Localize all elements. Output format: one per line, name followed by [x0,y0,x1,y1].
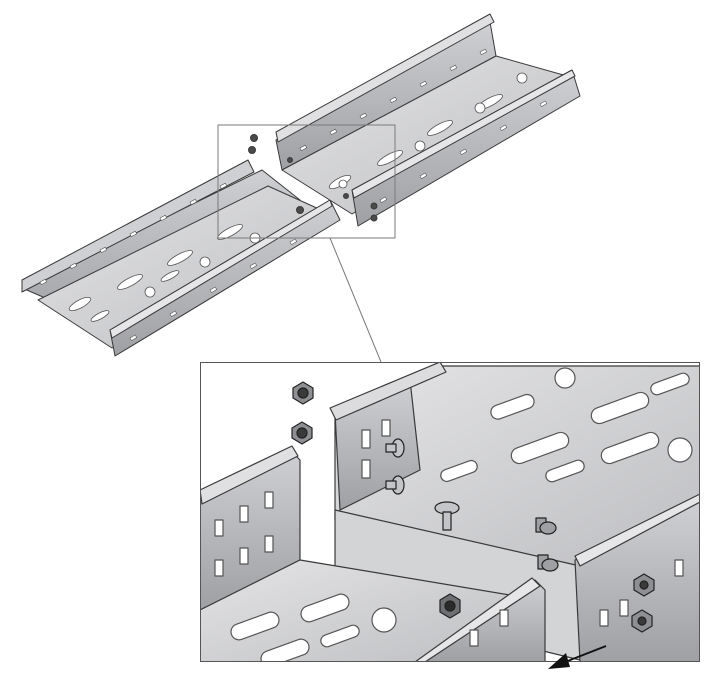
bolt-icon [535,517,557,535]
hex-nut-icon [370,214,378,222]
bolt-icon [343,193,349,199]
hex-nut-icon [248,146,256,154]
bolt-icon [385,438,405,458]
leader-line [329,237,382,363]
hex-nut-icon [296,206,304,214]
hex-nut-icon [439,593,461,619]
bolt-icon [537,554,559,572]
hex-nut-icon [631,609,653,633]
right-cable-tray [248,13,581,227]
direction-arrow-icon [548,645,607,669]
detail-inset [200,362,700,669]
hex-nut-icon [250,134,258,142]
hex-nut-icon [291,421,313,445]
bolt-icon [287,157,293,163]
hex-nut-icon [370,202,378,210]
hex-nut-icon [292,381,314,405]
left-cable-tray [21,159,341,357]
hex-nut-icon [633,573,655,597]
bolt-icon [434,501,460,531]
detail-selection-box [217,124,396,239]
bolt-icon [385,475,405,495]
callout [217,124,396,363]
